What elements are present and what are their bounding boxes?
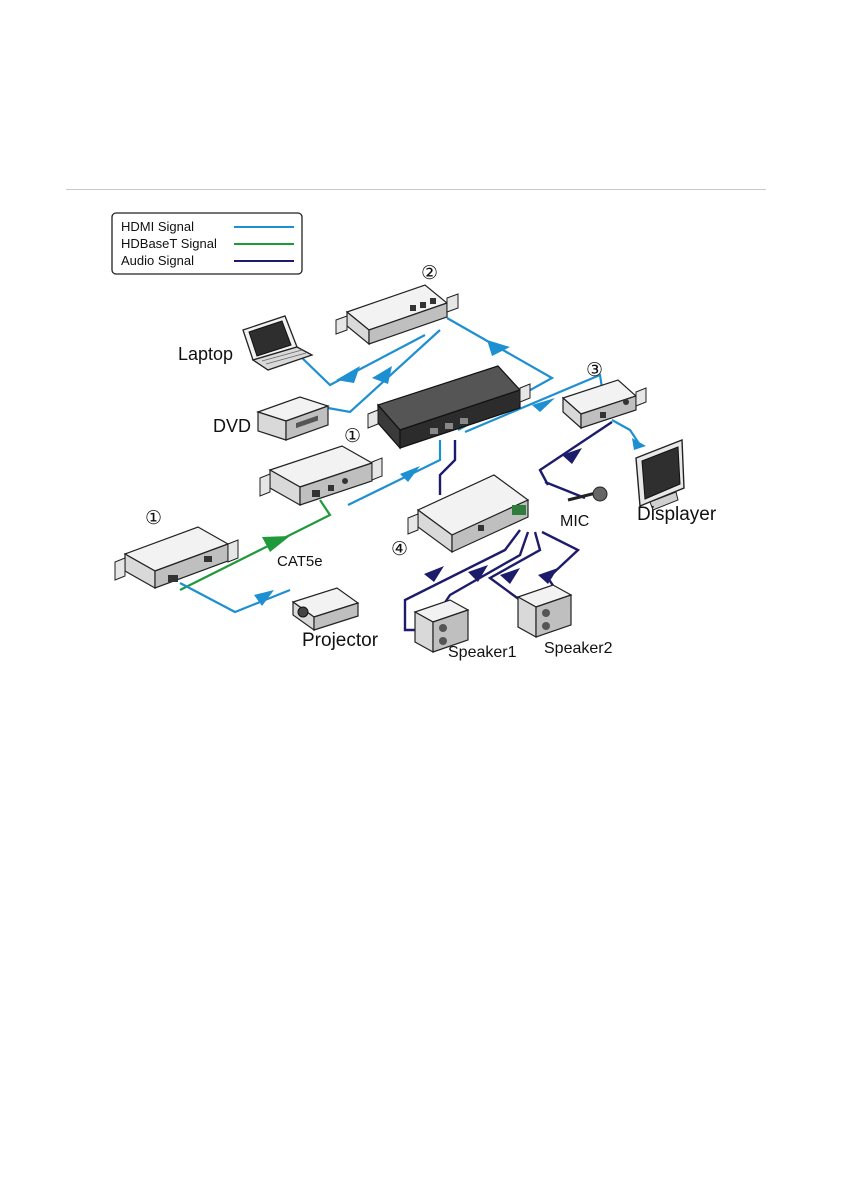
label-cat5e: CAT5e	[277, 553, 323, 570]
laptop-device	[243, 316, 312, 370]
marker-device-2: ②	[421, 262, 438, 284]
projector-device	[293, 588, 358, 630]
legend-label-hdbaset: HDBaseT Signal	[121, 236, 217, 251]
arrow-matrix-to-device1	[400, 466, 420, 482]
label-speaker1: Speaker1	[448, 644, 517, 661]
cables	[180, 318, 646, 630]
label-mic: MIC	[560, 513, 589, 530]
cable-device1-to-projector	[180, 583, 290, 612]
arrow-device2-to-matrix	[487, 340, 510, 356]
marker-device-4: ④	[391, 538, 408, 560]
label-displayer: Displayer	[637, 504, 717, 525]
arrow-audio-device3	[562, 448, 582, 464]
label-laptop: Laptop	[178, 344, 233, 364]
marker-device-3: ③	[586, 359, 603, 381]
arrow-audio-s1a	[424, 566, 444, 582]
device-1-low	[115, 527, 238, 588]
label-speaker2: Speaker2	[544, 640, 613, 657]
cable-audio-speaker2-a	[490, 532, 540, 600]
cable-audio-mic	[545, 482, 585, 498]
device-2	[336, 285, 458, 344]
label-projector: Projector	[302, 630, 379, 651]
arrow-audio-s2b	[538, 568, 558, 584]
device-3	[563, 380, 646, 428]
arrow-laptop-to-device2	[336, 366, 360, 383]
dvd-device	[258, 397, 328, 440]
cable-audio-matrix-to-device4	[440, 440, 455, 495]
device-4	[408, 475, 528, 552]
matrix-device	[368, 366, 530, 448]
arrow-dvd-to-device2	[372, 366, 392, 384]
displayer-device	[636, 440, 684, 510]
speaker-2	[518, 585, 571, 637]
legend-label-hdmi: HDMI Signal	[121, 219, 194, 234]
label-dvd: DVD	[213, 416, 251, 436]
legend-label-audio: Audio Signal	[121, 253, 194, 268]
arrow-hdbaset-cat5e	[262, 536, 290, 552]
arrow-device3-to-displayer	[632, 438, 646, 450]
marker-matrix-device: ①	[344, 425, 361, 447]
legend: HDMI Signal HDBaseT Signal Audio Signal	[112, 213, 302, 274]
marker-device-1-low: ①	[145, 507, 162, 529]
arrow-matrix-to-device3	[532, 398, 555, 412]
